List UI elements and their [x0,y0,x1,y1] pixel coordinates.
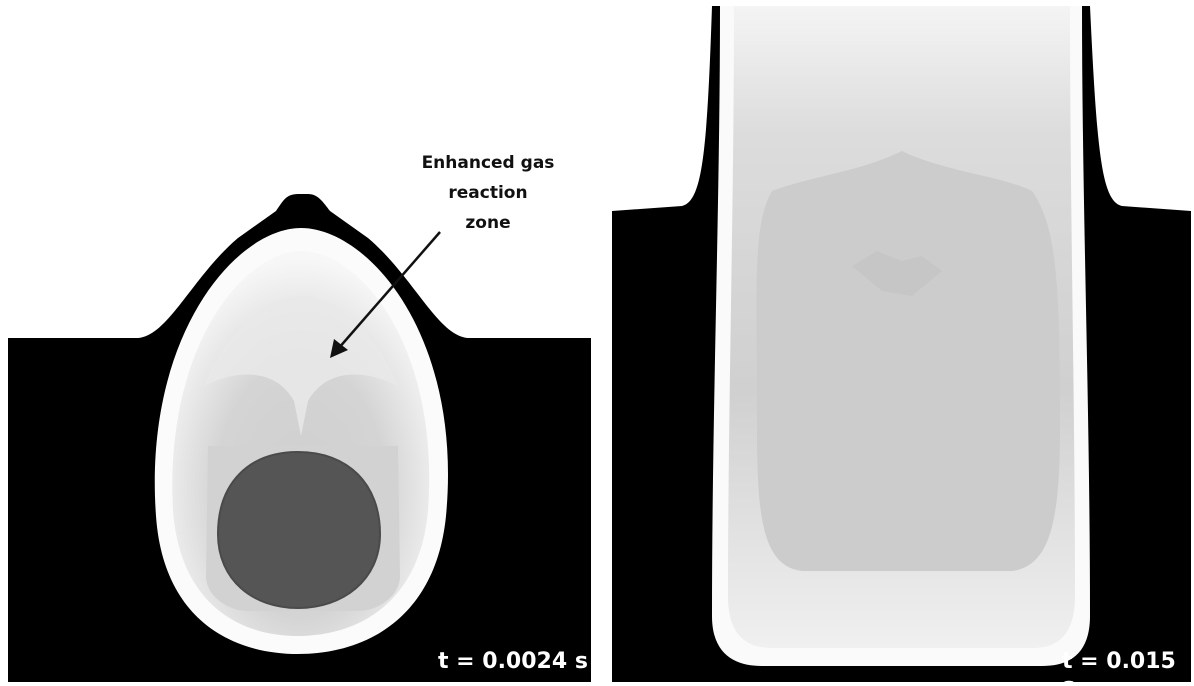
time-label-left: t = 0.0024 s [438,649,588,674]
simulation-panel-right: t = 0.015 s [612,6,1191,682]
annotation-line-2: reaction [403,178,573,208]
simulation-image-left [8,6,591,682]
annotation-line-3: zone [403,208,573,238]
annotation-line-1: Enhanced gas [403,148,573,178]
time-label-right: t = 0.015 s [1062,649,1191,682]
particle [218,452,380,608]
inner-core [756,151,1060,571]
simulation-panel-left: Enhanced gas reaction zone t = 0.0024 s [8,6,591,682]
simulation-image-right [612,6,1191,682]
annotation-label: Enhanced gas reaction zone [403,148,573,238]
